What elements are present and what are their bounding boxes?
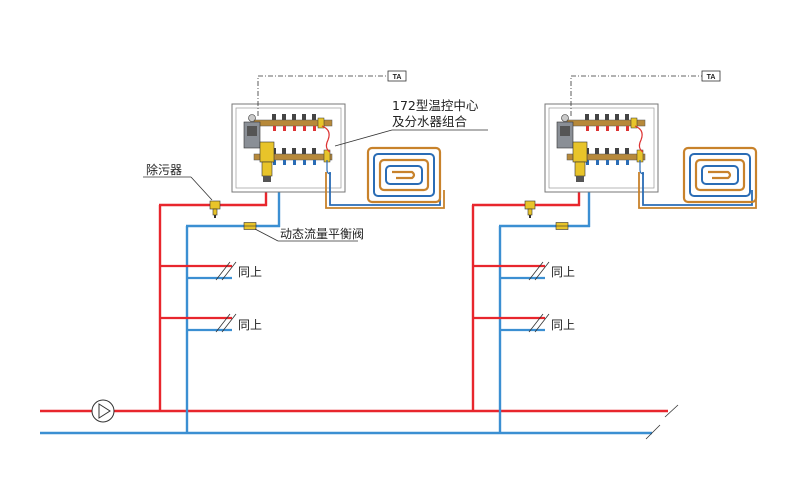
thermo-center-label-2: 及分水器组合 <box>392 114 468 129</box>
dirt-separator-icon <box>524 200 536 219</box>
callout-dirt-separator-leader <box>143 176 213 201</box>
branch-1a <box>158 260 238 282</box>
dirt-separator-label: 除污器 <box>146 162 182 177</box>
riser-group-1 <box>158 188 281 433</box>
same-as-above-2b: 同上 <box>551 318 575 332</box>
same-as-above-1a: 同上 <box>238 265 262 279</box>
riser-group-2 <box>471 188 591 433</box>
callout-thermo-center-leader <box>334 129 488 147</box>
same-as-above-1b: 同上 <box>238 318 262 332</box>
dirt-separator-icon <box>209 200 221 219</box>
branch-1b <box>158 312 238 334</box>
branch-2a <box>471 260 551 282</box>
balance-valve-label: 动态流量平衡阀 <box>280 227 364 241</box>
balance-valve-icon <box>243 222 257 230</box>
balance-valve-icon <box>555 222 569 230</box>
thermostat-leader-1 <box>257 70 407 116</box>
same-as-above-2a: 同上 <box>551 265 575 279</box>
manifold-icon <box>544 103 659 193</box>
callout-balance-valve-leader <box>254 228 358 242</box>
main-supply-line <box>40 404 679 418</box>
floor-heating-coil-icon <box>366 146 442 204</box>
manifold-icon <box>231 103 346 193</box>
pump-icon <box>91 399 115 423</box>
thermo-center-label-1: 172型温控中心 <box>392 98 479 113</box>
thermostat-tag-1: TA <box>393 74 402 81</box>
main-return-line <box>40 424 661 440</box>
thermostat-tag-2: TA <box>707 74 716 81</box>
branch-2b <box>471 312 551 334</box>
thermostat-leader-2 <box>570 70 721 116</box>
floor-heating-coil-icon <box>682 146 758 204</box>
